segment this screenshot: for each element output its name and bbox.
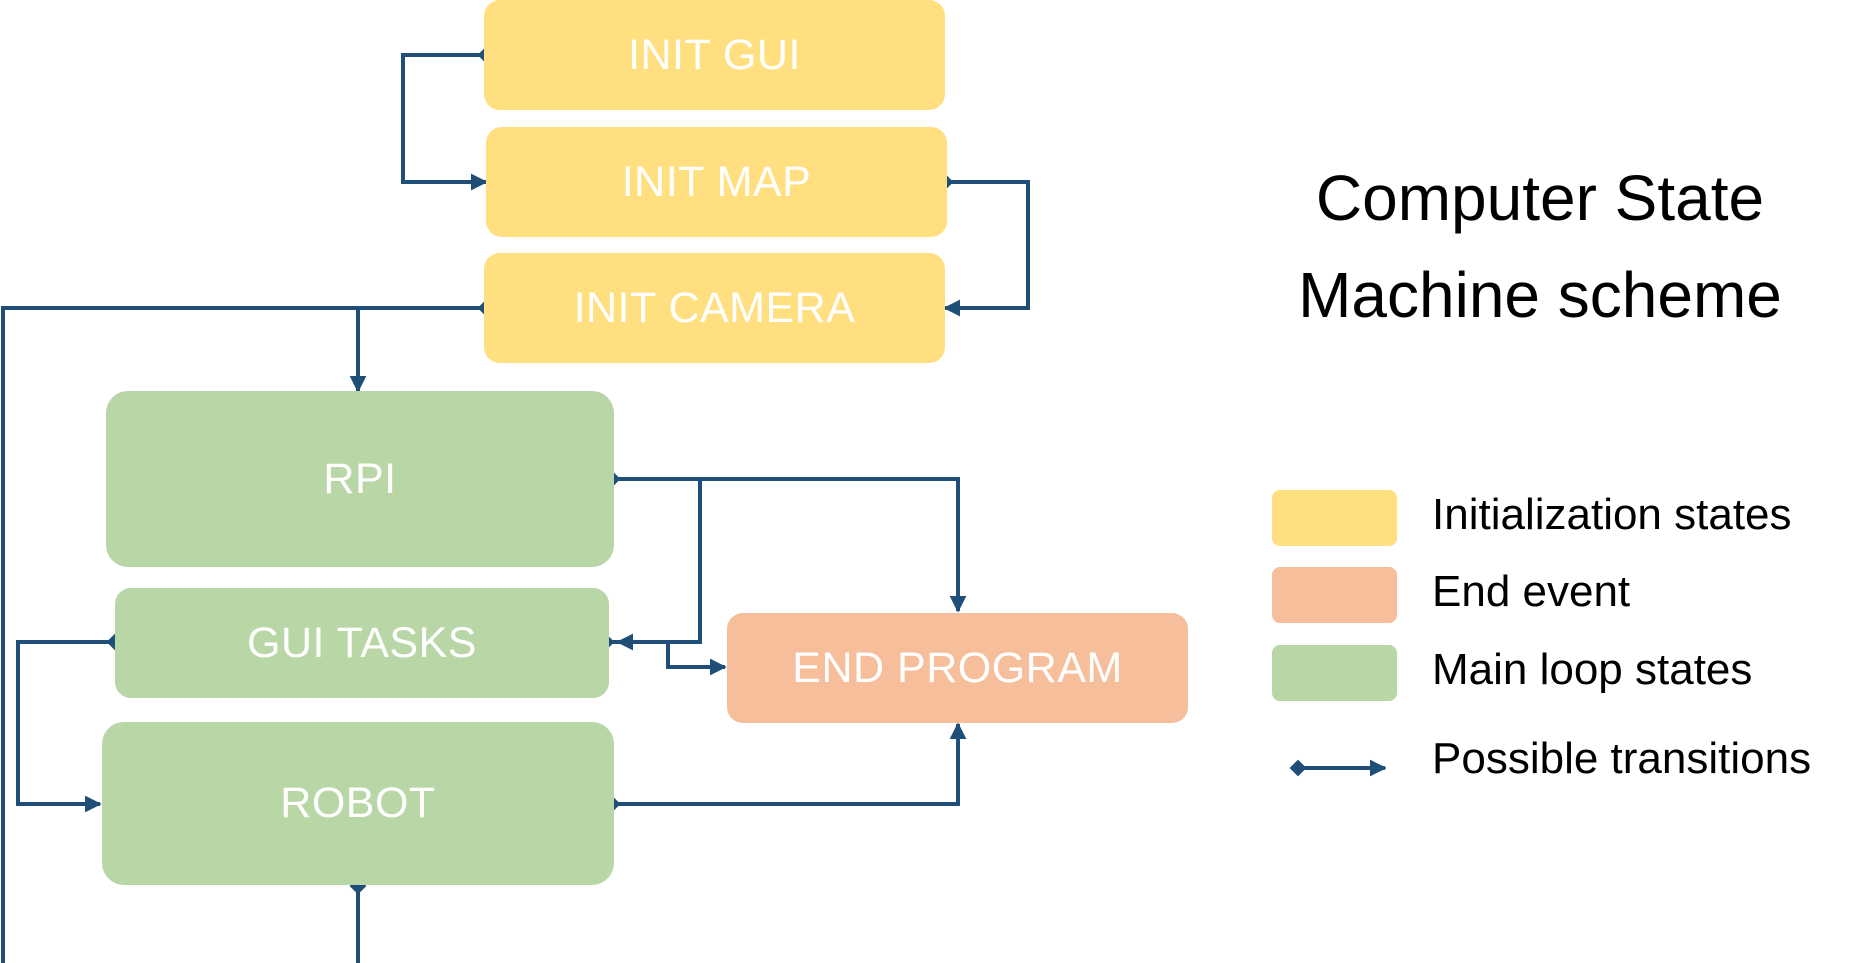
- state-gui-tasks-label: GUI TASKS: [247, 618, 477, 667]
- state-init-map-label: INIT MAP: [621, 157, 812, 206]
- diagram-title-line2: Machine scheme: [1298, 259, 1782, 331]
- diagram-title-line1: Computer State: [1315, 162, 1765, 234]
- state-robot-label: ROBOT: [280, 779, 436, 827]
- state-gui-tasks: GUI TASKS: [115, 588, 609, 698]
- legend-end-label: End event: [1432, 567, 1631, 616]
- state-end-program: END PROGRAM: [727, 613, 1188, 723]
- legend-end-swatch: [1272, 567, 1397, 623]
- legend-main-label: Main loop states: [1432, 645, 1753, 694]
- state-init-gui-label: INIT GUI: [628, 30, 801, 79]
- state-init-gui: INIT GUI: [484, 0, 945, 110]
- legend-transitions-label: Possible transitions: [1432, 734, 1812, 783]
- transition-init-camera-to-rpi: [349, 299, 495, 393]
- legend-init-swatch: [1272, 490, 1397, 546]
- state-init-map: INIT MAP: [486, 127, 947, 237]
- transition-init-gui-to-init-map: [401, 46, 495, 191]
- state-end-program-label: END PROGRAM: [792, 643, 1123, 692]
- transition-init-camera-outer-loop: [1, 306, 358, 963]
- transition-robot-bottom-loop: [349, 877, 367, 963]
- state-rpi-label: RPI: [323, 454, 397, 503]
- state-rpi: RPI: [106, 391, 614, 567]
- transition-gui-tasks-to-robot: [16, 633, 124, 813]
- transition-gui-tasks-to-end-program: [597, 633, 727, 676]
- legend-init-label: Initialization states: [1432, 490, 1792, 539]
- transition-rpi-to-gui-tasks: [616, 479, 702, 651]
- transition-init-map-to-init-camera: [936, 173, 1030, 317]
- state-init-camera: INIT CAMERA: [484, 253, 945, 363]
- transition-robot-to-end-program: [603, 722, 967, 813]
- state-robot: ROBOT: [102, 722, 614, 885]
- diagram-title: Computer State Machine scheme: [1240, 150, 1840, 344]
- state-init-camera-label: INIT CAMERA: [573, 283, 856, 332]
- transition-rpi-to-end-program: [603, 470, 967, 613]
- legend-main-swatch: [1272, 645, 1397, 701]
